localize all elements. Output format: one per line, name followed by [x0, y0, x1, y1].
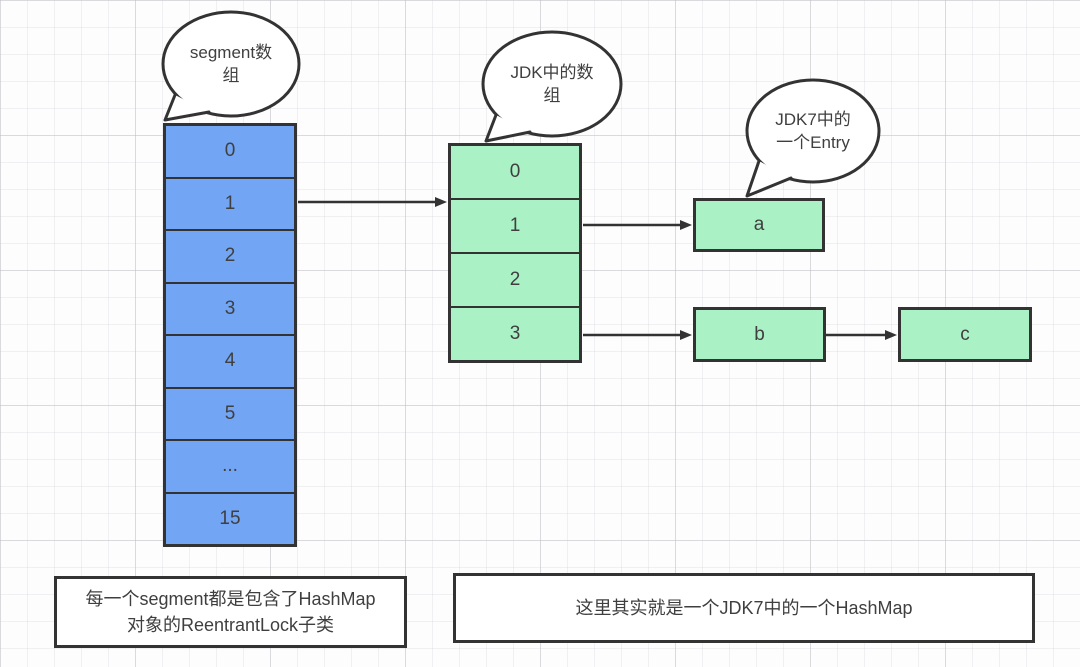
note-segment-line2: 对象的ReentrantLock子类	[126, 615, 335, 635]
segment-array: 0 1 2 3 4 5 ... 15	[163, 123, 297, 547]
speech-bubble-entry-line1: JDK7中的	[775, 110, 851, 129]
speech-bubble-entry-label: JDK7中的 一个Entry	[728, 108, 898, 154]
speech-bubble-segment-tail	[163, 93, 211, 122]
speech-bubble-entry-line2: 一个Entry	[776, 133, 850, 152]
note-segment-description: 每一个segment都是包含了HashMap 对象的ReentrantLock子…	[54, 576, 407, 648]
note-hashmap-description: 这里其实就是一个JDK7中的一个HashMap	[453, 573, 1035, 643]
segment-cell-0: 0	[166, 126, 294, 179]
segment-cell-5: 5	[166, 388, 294, 441]
entry-box-a: a	[693, 198, 825, 252]
segment-cell-1: 1	[166, 178, 294, 231]
jdk-cell-0: 0	[451, 146, 579, 200]
entry-box-b: b	[693, 307, 826, 362]
note-segment-line1: 每一个segment都是包含了HashMap	[85, 589, 376, 609]
speech-bubble-jdk-label: JDK中的数 组	[467, 61, 637, 107]
segment-cell-3: 3	[166, 283, 294, 336]
speech-bubble-jdk-line2: 组	[543, 86, 561, 105]
speech-bubble-jdk-line1: JDK中的数	[510, 63, 594, 82]
jdk-cell-3: 3	[451, 308, 579, 360]
segment-cell-2: 2	[166, 231, 294, 284]
speech-bubble-entry-tail	[745, 159, 793, 198]
segment-cell-ellipsis: ...	[166, 441, 294, 494]
jdk-array: 0 1 2 3	[448, 143, 582, 363]
segment-cell-4: 4	[166, 336, 294, 389]
jdk-cell-2: 2	[451, 254, 579, 308]
note-hashmap-text: 这里其实就是一个JDK7中的一个HashMap	[575, 598, 913, 618]
speech-bubble-segment-line2: 组	[222, 66, 240, 85]
segment-cell-15: 15	[166, 493, 294, 544]
speech-bubble-segment-line1: segment数	[189, 43, 273, 62]
speech-bubble-jdk-array-tail	[484, 113, 532, 143]
speech-bubble-segment-label: segment数 组	[146, 41, 316, 87]
entry-box-c: c	[898, 307, 1032, 362]
jdk-cell-1: 1	[451, 200, 579, 254]
